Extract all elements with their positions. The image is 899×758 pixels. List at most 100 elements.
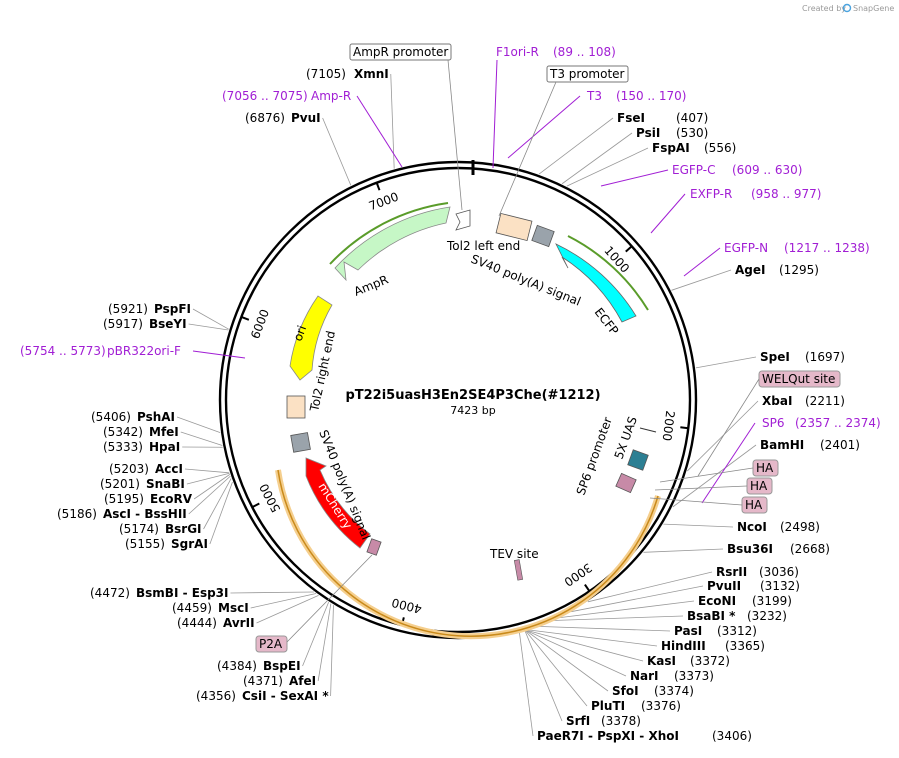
enzyme-pos: (3036): [759, 565, 799, 579]
enzyme-pos: (5186): [57, 507, 97, 521]
enzyme-name: BsaBI *: [687, 609, 736, 623]
enzyme-leader-line: [696, 357, 756, 368]
enzyme-pos: (3199): [752, 594, 792, 608]
enzyme-leader-line: [318, 604, 331, 681]
enzyme-pos: (5195): [104, 492, 144, 506]
primer-egfp-c-range: (609 .. 630): [732, 163, 802, 177]
enzyme-name: AscI - BssHII: [103, 507, 187, 521]
enzyme-pos: (5201): [100, 477, 140, 491]
enzyme-name: PvuII: [707, 579, 741, 593]
enzyme-leader-line: [331, 605, 334, 696]
enzyme-name: SrfI: [566, 714, 590, 728]
tol2-left-label: Tol2 left end: [446, 239, 520, 253]
enzyme-pos: (3312): [717, 624, 757, 638]
enzyme-leader-line: [538, 626, 670, 631]
ampr-label: AmpR: [352, 272, 390, 298]
enzyme-pos: (4371): [243, 674, 283, 688]
primer-sp6-range: (2357 .. 2374): [795, 416, 881, 430]
enzyme-leader-line: [189, 324, 229, 330]
enzyme-pos: (4459): [172, 601, 212, 615]
enzyme-pos: (5917): [103, 317, 143, 331]
enzyme-leader-line: [663, 524, 733, 527]
welqut-box-label: WELQut site: [762, 372, 835, 386]
enzyme-leader-line: [562, 133, 632, 184]
enzyme-name: HpaI: [149, 440, 180, 454]
enzyme-name: CsiI - SexAI *: [242, 689, 329, 703]
enzyme-pos: (5155): [125, 537, 165, 551]
primer-f1ori-r-range: (89 .. 108): [553, 45, 616, 59]
enzyme-leader-line: [185, 469, 229, 473]
sv40-left-feature: [291, 433, 311, 453]
ruler-tick: [252, 503, 259, 507]
tol2-right-feature: [287, 396, 305, 418]
enzyme-pos: (4384): [217, 659, 257, 673]
enzyme-pos: (7105): [306, 67, 346, 81]
enzyme-pos: (4356): [196, 689, 236, 703]
enzyme-pos: (2211): [805, 394, 845, 408]
primer-t3-name: T3: [586, 89, 602, 103]
enzyme-name: AfeI: [289, 674, 316, 688]
t3-promoter-box-label: T3 promoter: [549, 67, 625, 81]
primer-egfp-n-name: EGFP-N: [724, 241, 768, 255]
enzyme-leader-line: [567, 148, 648, 186]
primer-exfp-r-name: EXFP-R: [690, 187, 732, 201]
ampr-promoter-feature: [456, 210, 470, 230]
enzyme-name: BseYI: [149, 317, 187, 331]
enzyme-name: MfeI: [149, 425, 179, 439]
p2a-feature: [367, 539, 381, 556]
sv40-top-feature: [532, 225, 554, 246]
enzyme-name: KasI: [647, 654, 676, 668]
primer-exfp-r-range: (958 .. 977): [751, 187, 821, 201]
enzyme-leader-line: [177, 417, 220, 433]
enzyme-name: EcoNI: [698, 594, 736, 608]
enzyme-name: MscI: [218, 601, 249, 615]
enzyme-name: EcoRV: [150, 492, 193, 506]
primer-f1ori-r-name: F1ori-R: [496, 45, 539, 59]
enzyme-pos: (530): [676, 126, 708, 140]
enzyme-name: NarI: [630, 669, 659, 683]
enzyme-name: NcoI: [737, 520, 767, 534]
sp6-promoter-feature: [640, 428, 656, 432]
ruler-tick: [626, 246, 632, 251]
enzyme-pos: (3406): [712, 729, 752, 743]
enzyme-pos: (3365): [725, 639, 765, 653]
enzyme-name: BsrGI: [165, 522, 202, 536]
tev-label: TEV site: [489, 547, 539, 561]
primer-egfp-n-range: (1217 .. 1238): [784, 241, 870, 255]
ruler-tick: [241, 317, 248, 320]
ha-tag-feature: [616, 473, 636, 492]
enzyme-name: AccI: [155, 462, 183, 476]
enzyme-name: AvrII: [223, 616, 255, 630]
uas-feature: [628, 450, 649, 471]
primer-egfp-c-name: EGFP-C: [672, 163, 715, 177]
primer-pbr322ori-f-name: pBR322ori-F: [107, 344, 181, 358]
enzyme-pos: (3132): [760, 579, 800, 593]
enzyme-name: RsrII: [716, 565, 747, 579]
enzyme-leader-line: [230, 592, 313, 593]
tol2-left-feature: [496, 213, 532, 240]
primer-amp-r-name: Amp-R: [311, 89, 351, 103]
ruler-tick-label: 3000: [562, 560, 595, 589]
boxed-labels: AmpR promoter T3 promoter WELQut site HA…: [256, 44, 840, 652]
enzyme-leader-line: [526, 630, 643, 661]
enzyme-pos: (1697): [805, 350, 845, 364]
tev-feature: [514, 560, 522, 581]
plasmid-name: pT22i5uasH3En2SE4P3Che(#1212): [345, 388, 600, 403]
enzyme-pos: (5342): [103, 425, 143, 439]
enzyme-pos: (2401): [820, 438, 860, 452]
sp6-promoter-label: SP6 promoter: [574, 415, 615, 497]
enzyme-name: BsmBI - Esp3I: [136, 586, 228, 600]
enzyme-leader-line: [539, 118, 613, 174]
enzyme-name: SpeI: [760, 350, 790, 364]
primer-sp6-name: SP6: [762, 416, 785, 430]
enzyme-name: SfoI: [612, 684, 639, 698]
enzyme-name: HindIII: [661, 639, 706, 653]
enzyme-pos: (3374): [654, 684, 694, 698]
enzyme-name: PshAI: [137, 410, 175, 424]
enzyme-pos: (3376): [641, 699, 681, 713]
enzyme-leader-line: [193, 309, 229, 329]
enzyme-name: FspAI: [652, 141, 690, 155]
enzyme-name: PluTI: [591, 699, 625, 713]
enzyme-leader-line: [553, 616, 683, 621]
